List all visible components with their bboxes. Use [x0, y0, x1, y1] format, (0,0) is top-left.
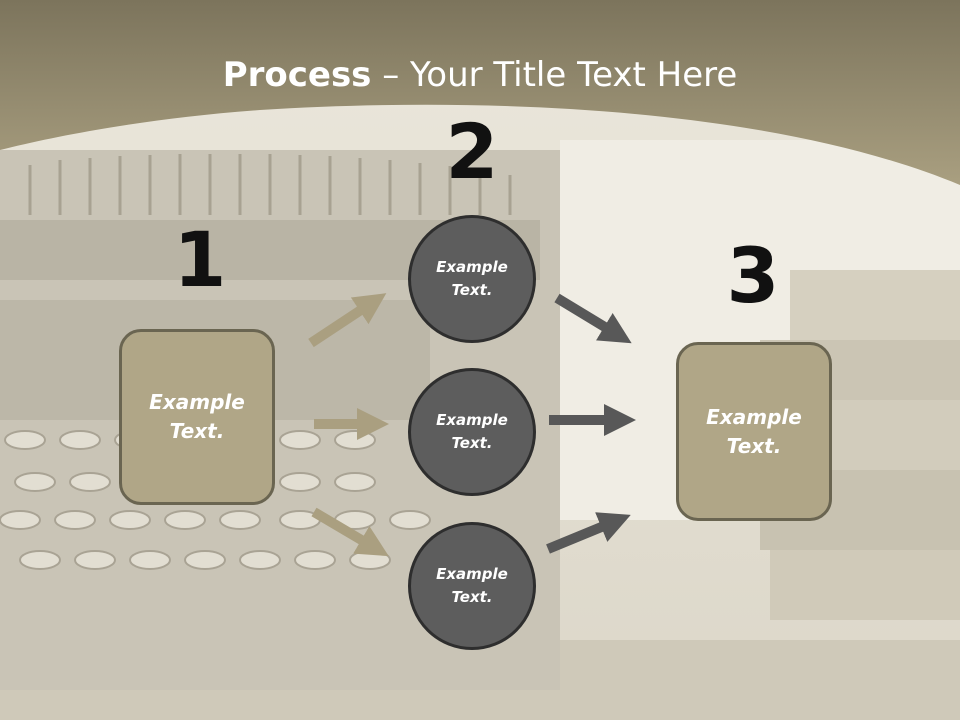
step-2-item-1: Example Text.	[408, 215, 536, 343]
step-2-item-2: Example Text.	[408, 368, 536, 496]
step-3-text: Example Text.	[706, 404, 802, 458]
step-1-text: Example Text.	[149, 390, 245, 443]
step-2-item-3: Example Text.	[408, 522, 536, 650]
step-2-item-2-text: Example Text.	[436, 411, 508, 452]
step-2-item-1-text: Example Text.	[436, 258, 508, 299]
slide-title: Process – Your Title Text Here	[0, 52, 960, 98]
title-bold: Process	[222, 55, 372, 95]
title-rest: – Your Title Text Here	[371, 55, 738, 95]
step-1-box: Example Text.	[119, 329, 275, 505]
step-3-box: Example Text.	[676, 342, 832, 521]
step-number-3: 3	[726, 231, 780, 320]
step-2-item-3-text: Example Text.	[436, 565, 508, 606]
step-number-2: 2	[445, 107, 499, 196]
step-number-1: 1	[173, 215, 227, 304]
